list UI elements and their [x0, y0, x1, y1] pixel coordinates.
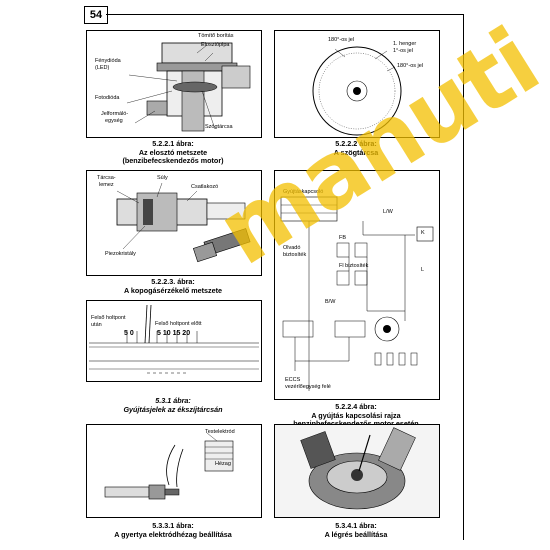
- label-szogtarcsa: Szögtárcsa: [205, 124, 233, 130]
- label-csatlakozo: Csatlakozó: [191, 184, 219, 190]
- knock-sensor-drawing: [116, 182, 251, 263]
- label-nums-right: 5 10 15 20: [157, 330, 191, 337]
- caption-5-2-2-2: 5.2.2.2 ábra:A szögtárcsa: [333, 139, 379, 157]
- caption-5-3-1: 5.3.1 ábra:Gyújtásjelek az ékszíjtárcsán: [123, 396, 223, 414]
- label-jelformalo: Jelformáló-: [101, 111, 129, 117]
- label-felso-holtpont-elott: Felső holtpont előtt: [155, 321, 202, 327]
- caption-5-3-3-1: 5.3.3.1 ábra:A gyertya elektródhézag beá…: [114, 521, 232, 539]
- timing-marks-drawing: [89, 304, 259, 374]
- label-elosztopipa: Elosztópipa: [201, 42, 230, 48]
- ignition-circuit-drawing: [280, 196, 434, 391]
- page-number: 54: [84, 6, 108, 24]
- label-olvado: Olvadó: [283, 245, 301, 251]
- label-tarcsa: Tárcsa-: [97, 175, 116, 181]
- rotor-plate-drawing: [312, 46, 402, 136]
- label-fotodioda: Fotodióda: [95, 95, 120, 101]
- label-nums-left: 5 0: [124, 330, 134, 337]
- label-fb: FB: [339, 235, 347, 241]
- spark-plug-drawing: [104, 432, 234, 500]
- figure-air-gap: [274, 424, 440, 518]
- label-1-henger: 1. henger: [393, 41, 417, 47]
- label-eccs: ECCS: [285, 377, 301, 383]
- label-led: (LED): [95, 65, 110, 71]
- figure-knock-sensor: Tárcsa- lemez Súly Csatlakozó Piezokrist…: [86, 170, 262, 276]
- label-fenydioda: Fénydióda: [95, 58, 121, 64]
- figure-ignition-circuit: Gyújtáskapcsoló Olvadó biztosíték FB Fl …: [274, 170, 440, 400]
- label-bw: B/W: [325, 299, 336, 305]
- label-lw: L/W: [383, 209, 393, 215]
- header-rule: [106, 14, 464, 15]
- caption-5-2-2-4: 5.2.2.4 ábra:A gyújtás kapcsolási rajzab…: [293, 402, 418, 427]
- label-vezerlo-fele: vezérlőegység felé: [285, 384, 331, 390]
- caption-5-2-2-1: 5.2.2.1 ábra:Az elosztó metszete(benzibe…: [122, 139, 224, 165]
- label-fl-biztositek: Fl biztosíték: [339, 263, 369, 269]
- label-180-jel-b: 180°-os jel: [397, 63, 424, 69]
- label-felso-holtpont-utan: Felső holtpont: [91, 315, 126, 321]
- air-gap-drawing: [275, 425, 439, 517]
- label-testelektrod: Testelektród: [205, 429, 235, 435]
- label-utan: után: [91, 322, 102, 328]
- figure-spark-plug-gap: Testelektród Hézag: [86, 424, 262, 518]
- label-1-jel: 1°-os jel: [393, 48, 413, 54]
- figure-rotor-plate: 180°-os jel 1. henger 1°-os jel 180°-os …: [274, 30, 440, 138]
- figure-distributor-section: Tömítő borítás Elosztópipa Fénydióda (LE…: [86, 30, 262, 138]
- label-hezag: Hézag: [215, 461, 231, 467]
- caption-5-3-4-1: 5.3.4.1 ábra:A légrés beállítása: [324, 521, 388, 539]
- label-gyujtaskapcsolo: Gyújtáskapcsoló: [283, 189, 324, 195]
- label-lemez: lemez: [99, 182, 114, 188]
- label-box: K: [421, 230, 425, 236]
- label-tomito-boritas: Tömítő borítás: [198, 33, 234, 39]
- figure-timing-marks: Felső holtpont után Felső holtpont előtt…: [86, 300, 262, 382]
- label-l: L: [421, 267, 425, 273]
- label-piezokristaly: Piezokristály: [105, 251, 136, 257]
- label-egyseg: egység: [105, 118, 123, 124]
- margin-rule: [463, 14, 464, 540]
- label-suly: Súly: [157, 175, 168, 181]
- label-biztositek: biztosíték: [283, 252, 307, 258]
- label-180-jel-a: 180°-os jel: [328, 37, 355, 43]
- caption-5-2-2-3: 5.2.2.3. ábra:A kopogásérzékelő metszete: [124, 277, 222, 295]
- distributor-drawing: [126, 42, 251, 132]
